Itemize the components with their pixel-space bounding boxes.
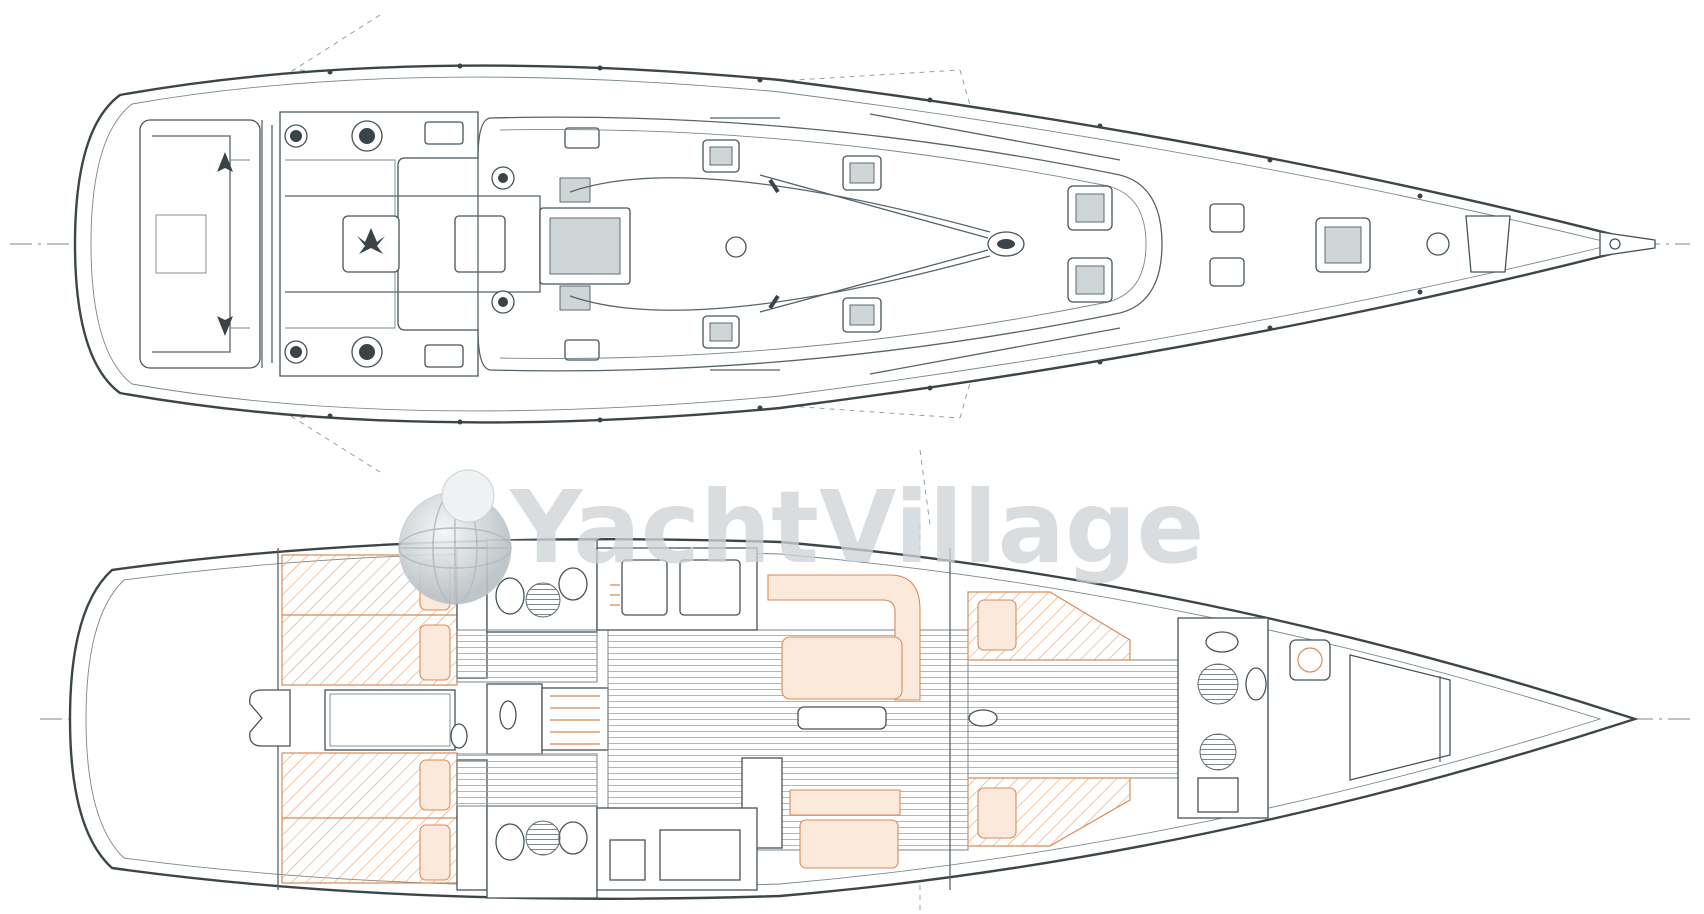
winches — [284, 120, 515, 368]
forward-head — [1177, 617, 1269, 819]
deck-hatches — [702, 139, 1511, 349]
globe-logo-icon — [398, 469, 512, 605]
watermark: YachtVillage — [398, 469, 1204, 605]
stanchion-bases — [327, 63, 1423, 425]
coachroof — [477, 116, 1163, 372]
forward-guest-cabins — [967, 591, 1131, 847]
genoa-tracks — [710, 113, 1121, 375]
forepeak — [1267, 620, 1451, 816]
engine-room — [450, 683, 543, 755]
saloon — [767, 548, 998, 890]
stern-platform — [139, 119, 273, 369]
companionway-steps — [541, 687, 609, 751]
anchor-locker — [1465, 215, 1511, 273]
interior-layout — [40, 449, 1690, 910]
bow-roller — [1599, 231, 1656, 257]
aft-cabin-starboard — [281, 752, 488, 891]
aft-head-starboard — [486, 805, 598, 899]
galley — [596, 547, 783, 891]
watermark-text: YachtVillage — [509, 469, 1204, 586]
saloon-table — [781, 636, 903, 700]
cockpit — [279, 111, 631, 377]
deck-plan — [10, 14, 1690, 473]
clutch-banks — [424, 121, 600, 368]
aft-lazarette — [249, 689, 456, 751]
